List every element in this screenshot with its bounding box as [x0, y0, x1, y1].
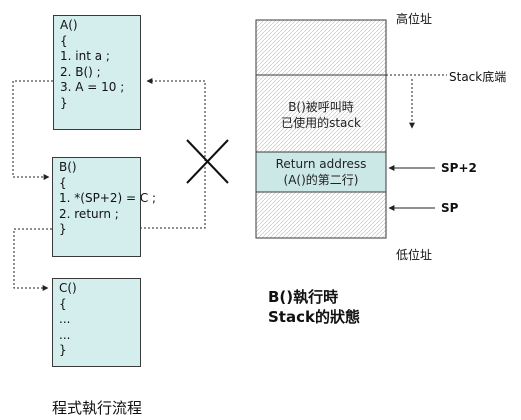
caption-line: B()執行時 [268, 288, 339, 306]
return-region-line: (A()的第二行) [283, 173, 359, 187]
low-address-label: 低位址 [396, 248, 433, 262]
code-line: B() [59, 160, 77, 174]
function-box-b: B(){1. *(SP+2) = C ;2. return ;} [52, 157, 157, 257]
function-box-c: C(){......} [52, 278, 141, 367]
return-b-to-a-connector [140, 78, 206, 229]
code-line: { [59, 296, 67, 311]
code-line: 1. int a ; [60, 49, 110, 64]
return-region-line: Return address [275, 157, 367, 171]
code-line: } [59, 343, 67, 358]
code-line: C() [59, 281, 77, 295]
stack-state-caption: B()執行時 Stack的狀態 [268, 287, 360, 327]
code-line: { [60, 33, 68, 48]
code-line: 2. B() ; [60, 64, 101, 79]
sp2-label: SP+2 [441, 161, 477, 175]
caption-line: Stack的狀態 [268, 308, 360, 326]
code-line: 1. *(SP+2) = C ; [59, 191, 157, 206]
used-region-line: 已使用的stack [281, 116, 361, 130]
code-line: ... [59, 327, 71, 342]
stack-return-slot [255, 151, 387, 193]
stack-used-region-text: B()被呼叫時 已使用的stack [256, 99, 386, 131]
stack-free-bottom [255, 191, 387, 239]
code-line: 3. A = 10 ; [60, 80, 125, 95]
stack-bottom-label: Stack底端 [449, 70, 507, 84]
jump-b-to-c-connector [13, 228, 52, 291]
stack-used-region [255, 74, 387, 153]
code-line: 2. return ; [59, 206, 119, 221]
cross-mark [186, 139, 229, 184]
code-line: A() [60, 18, 78, 32]
code-line: } [60, 95, 68, 110]
sp-label: SP [441, 201, 459, 215]
code-line: { [59, 175, 67, 190]
code-line: ... [59, 312, 71, 327]
stack-column [255, 19, 387, 239]
function-box-a: A(){1. int a ;2. B() ;3. A = 10 ;} [53, 15, 141, 130]
used-region-line: B()被呼叫時 [288, 100, 354, 114]
call-a-to-b-connector [12, 80, 53, 180]
stack-free-top [255, 19, 387, 76]
high-address-label: 高位址 [396, 12, 433, 26]
code-line: } [59, 222, 67, 237]
stack-return-slot-text: Return address (A()的第二行) [256, 156, 386, 188]
flow-caption: 程式執行流程 [52, 399, 143, 417]
